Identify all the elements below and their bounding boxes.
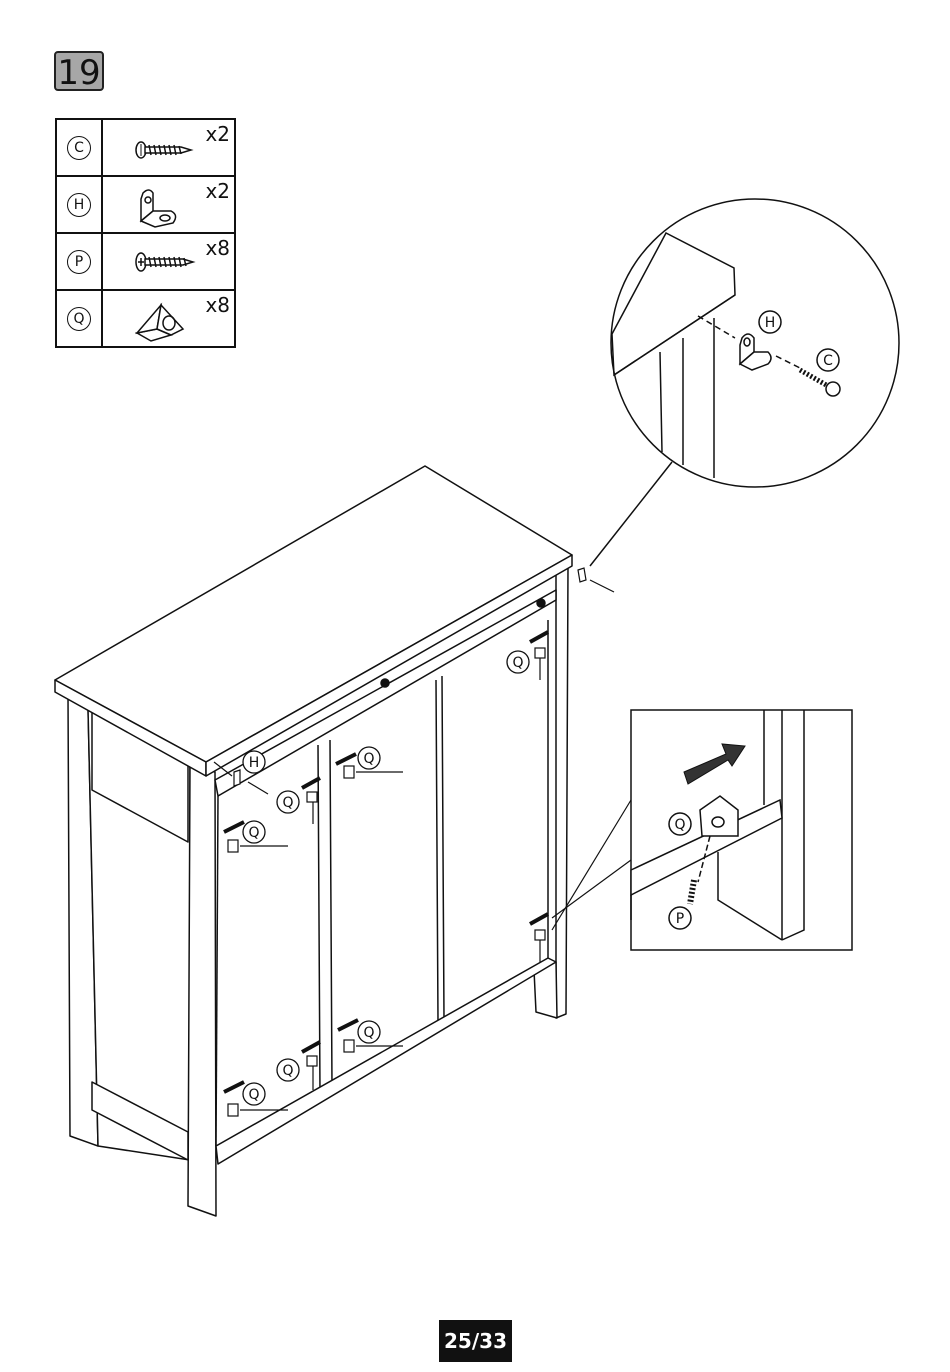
label-q: Q bbox=[248, 825, 259, 841]
bracket-marker bbox=[578, 568, 614, 592]
label-p: P bbox=[676, 911, 684, 927]
corner-block-marker bbox=[302, 1042, 320, 1090]
corner-block-marker bbox=[530, 914, 548, 962]
hole-mark bbox=[537, 599, 545, 607]
bottom-rail bbox=[216, 958, 556, 1164]
label-q: Q bbox=[282, 795, 293, 811]
label-q: Q bbox=[512, 655, 523, 671]
label-h: H bbox=[765, 315, 776, 331]
hole-mark bbox=[381, 679, 389, 687]
corner-block-marker bbox=[302, 778, 320, 824]
label-q: Q bbox=[248, 1087, 259, 1103]
cabinet-right-side bbox=[534, 566, 568, 1018]
label-q: Q bbox=[282, 1063, 293, 1079]
zoom-detail-circle: H C bbox=[590, 199, 899, 566]
label-q: Q bbox=[363, 751, 374, 767]
label-c: C bbox=[823, 353, 833, 369]
label-q: Q bbox=[674, 817, 685, 833]
label-h: H bbox=[249, 755, 260, 771]
label-q: Q bbox=[363, 1025, 374, 1041]
corner-block-marker bbox=[530, 632, 548, 680]
cabinet-left-side bbox=[68, 695, 216, 1216]
page-number: 25/33 bbox=[439, 1320, 512, 1362]
zoom-detail-box: Q P bbox=[552, 710, 852, 950]
